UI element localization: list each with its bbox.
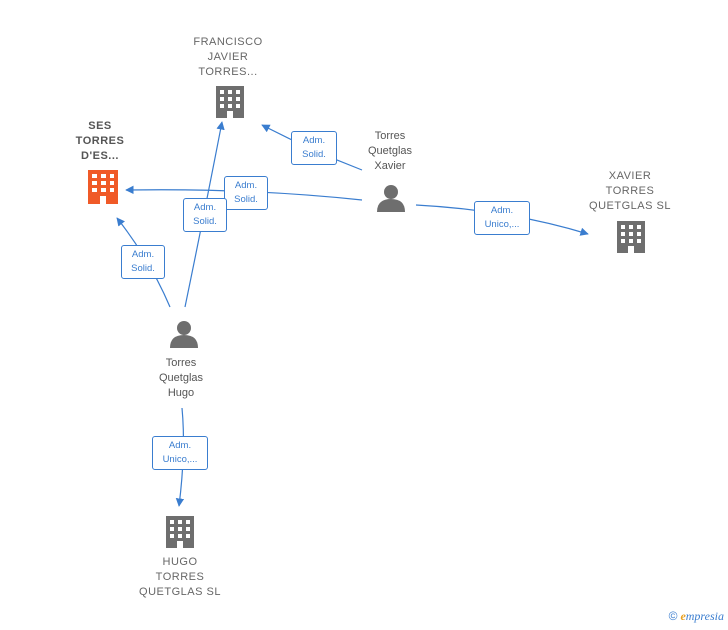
brand-initial: e xyxy=(680,609,686,623)
edge-label-hugo-francisco[interactable]: Adm. Solid. xyxy=(183,198,227,232)
empresia-logo: ©empresia xyxy=(669,609,724,624)
person-label-hugo[interactable]: Torres Quetglas Hugo xyxy=(158,357,204,399)
edge-label-hugo-ses[interactable]: Adm. Solid. xyxy=(121,245,165,279)
copyright-symbol: © xyxy=(668,609,678,623)
building-icon xyxy=(88,170,118,204)
person-icon xyxy=(170,321,198,348)
person-icon xyxy=(377,185,405,212)
edge-label-xavier-xaviersl[interactable]: Adm. Unico,... xyxy=(474,201,530,235)
company-label-francisco[interactable]: FRANCISCO JAVIER TORRES... xyxy=(193,36,263,78)
building-icon xyxy=(617,221,645,253)
building-icon xyxy=(166,516,194,548)
company-label-ses-torres[interactable]: SES TORRES D'ES... xyxy=(75,120,125,162)
brand-name: mpresia xyxy=(685,609,724,623)
company-label-hugo-torres-sl[interactable]: HUGO TORRES QUETGLAS SL xyxy=(139,556,221,598)
company-label-xavier-torres-sl[interactable]: XAVIER TORRES QUETGLAS SL xyxy=(589,170,671,212)
edge-label-xavier-ses[interactable]: Adm. Solid. xyxy=(224,176,268,210)
edge-label-xavier-francisco[interactable]: Adm. Solid. xyxy=(291,131,337,165)
building-icon xyxy=(216,86,244,118)
person-label-xavier[interactable]: Torres Quetglas Xavier xyxy=(367,130,413,172)
edge-label-hugo-hugosl[interactable]: Adm. Unico,... xyxy=(152,436,208,470)
